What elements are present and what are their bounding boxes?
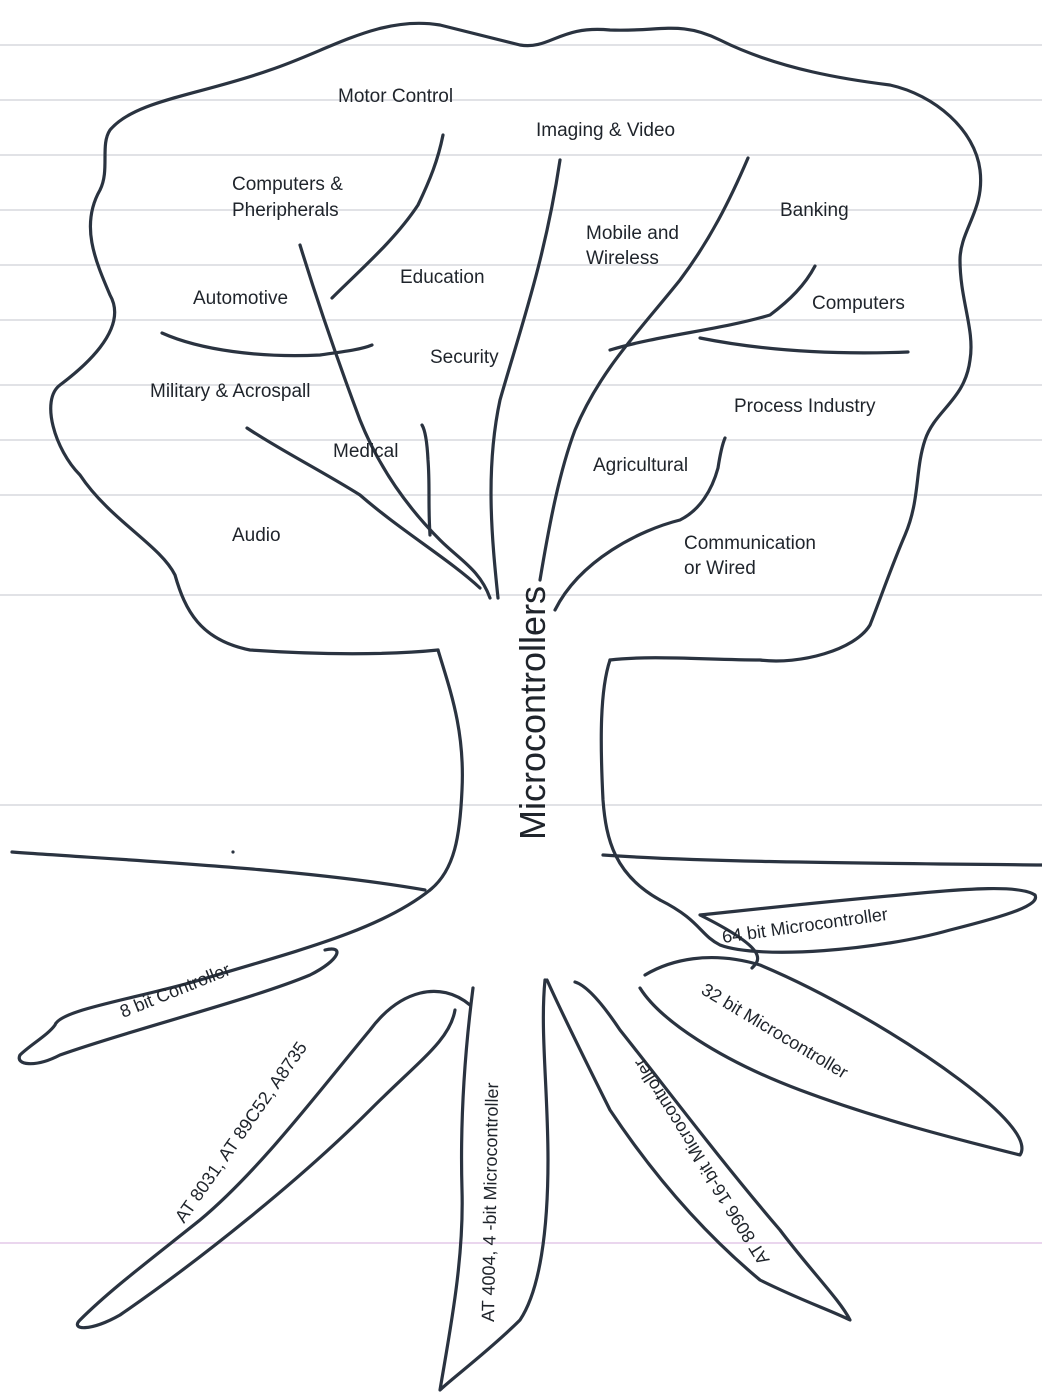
label-mobile-wireless: Mobile and Wireless [586,223,684,269]
label-process-industry: Process Industry [734,396,876,417]
label-communication: Communication or Wired [684,533,821,579]
branch-medical [422,425,430,535]
branch-computers [610,266,815,350]
root-label-32bit: 32 bit Microcontroller [698,979,852,1082]
label-audio: Audio [232,525,281,546]
ground-left [12,852,425,890]
label-computers: Computers [812,293,905,314]
branch-computers-twig [700,338,908,353]
root-8bit-parts [77,991,470,1327]
branch-left-main [300,245,490,598]
root-label-8bit: 8 bit Controller [117,959,233,1021]
label-motor-control: Motor Control [338,86,453,107]
root-label-4bit: AT 4004, 4 -bit Microcontroller [478,1082,502,1322]
label-security: Security [430,347,499,368]
trunk-label: Microcontrollers [512,586,553,840]
branch-automotive [162,333,372,356]
root-label-16bit: AT 8096 16-bit Microcontroller [630,1055,774,1269]
ground-right [603,855,1042,865]
speck-mark [231,850,234,853]
label-imaging-video: Imaging & Video [536,120,675,141]
label-agricultural: Agricultural [593,455,688,476]
label-education: Education [400,267,485,288]
trunk-left-edge [430,650,462,890]
branch-right-main [540,158,748,580]
label-computers-peripherals: Computers & Pheripherals [232,174,348,221]
label-banking: Banking [780,200,849,221]
label-medical: Medical [333,441,398,462]
label-automotive: Automotive [193,288,288,309]
label-military-aerospace: Military & Acrospall [150,381,311,402]
trunk-right-edge [601,660,660,900]
root-label-8bit-parts: AT 8031, AT 89C52, A8735 [171,1038,311,1226]
